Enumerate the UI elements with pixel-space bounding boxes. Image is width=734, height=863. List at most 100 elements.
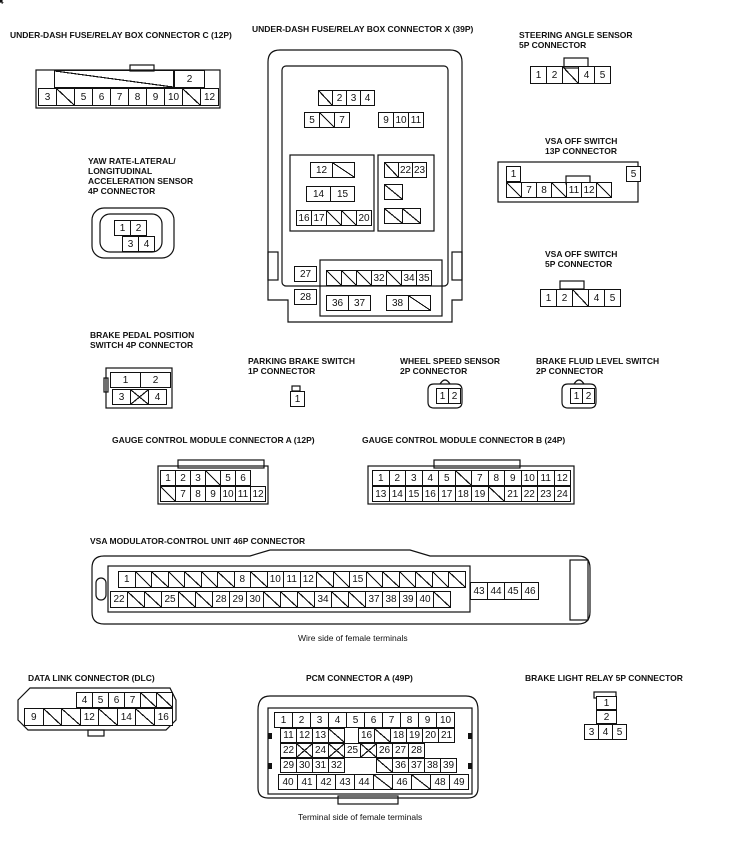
c12-terminal: 8 bbox=[128, 88, 147, 106]
relay-terminal: 3 bbox=[584, 724, 599, 740]
dlc-terminal bbox=[61, 708, 81, 726]
steer-terminal: 2 bbox=[546, 66, 563, 84]
c12-terminal: 12 bbox=[200, 88, 219, 106]
wheel-title: WHEEL SPEED SENSOR 2P CONNECTOR bbox=[400, 356, 500, 376]
gauge-b-terminal: 4 bbox=[421, 470, 439, 486]
vsa13-terminal: 1 bbox=[506, 166, 521, 182]
pcm-terminal: 3 bbox=[310, 712, 329, 728]
vsa46-terminal: 46 bbox=[521, 582, 539, 600]
pcm-terminal: 48 bbox=[430, 774, 450, 790]
x39-terminal: 34 bbox=[401, 270, 417, 286]
wheel-terminal: 2 bbox=[448, 388, 461, 404]
x39-terminal: 3 bbox=[346, 90, 361, 106]
brake-pedal-terminal: 4 bbox=[148, 389, 167, 405]
dlc-terminal bbox=[135, 708, 155, 726]
gauge-a-housing bbox=[157, 465, 269, 505]
vsa46-terminal: 38 bbox=[382, 591, 400, 608]
pcm-terminal: 43 bbox=[335, 774, 355, 790]
x39-terminal bbox=[326, 270, 342, 286]
wire-side-caption: Wire side of female terminals bbox=[298, 633, 408, 643]
none-terminal: 4 bbox=[0, 0, 4, 7]
c12-terminal bbox=[56, 88, 75, 106]
gauge-b-terminal: 21 bbox=[504, 486, 522, 502]
pcm-terminal: 16 bbox=[358, 728, 375, 743]
x39-terminal: 9 bbox=[378, 112, 394, 128]
c12-slant-cell bbox=[54, 70, 174, 88]
yaw-terminal: 3 bbox=[122, 236, 139, 252]
vsa46-terminal bbox=[195, 591, 213, 608]
relay-title: BRAKE LIGHT RELAY 5P CONNECTOR bbox=[525, 673, 683, 683]
gauge-a-terminal: 2 bbox=[175, 470, 191, 486]
vsa46-terminal: 37 bbox=[365, 591, 383, 608]
vsa13-terminal: 12 bbox=[581, 182, 597, 198]
gauge-b-title: GAUGE CONTROL MODULE CONNECTOR B (24P) bbox=[362, 435, 566, 445]
vsa46-terminal: 30 bbox=[246, 591, 264, 608]
gauge-b-terminal: 8 bbox=[487, 470, 505, 486]
dlc-terminal: 14 bbox=[116, 708, 136, 726]
vsa46-terminal bbox=[280, 591, 298, 608]
vsa46-terminal: 25 bbox=[161, 591, 179, 608]
vsa46-terminal bbox=[250, 571, 268, 588]
vsa13-terminal bbox=[596, 182, 612, 198]
brake-pedal-terminal: 2 bbox=[140, 372, 171, 388]
x39-terminal: 23 bbox=[412, 162, 427, 178]
vsa46-terminal bbox=[184, 571, 202, 588]
vsa13-terminal bbox=[506, 182, 522, 198]
gauge-b-terminal bbox=[454, 470, 472, 486]
park-terminal: 1 bbox=[290, 391, 305, 407]
brake-pedal-terminal bbox=[130, 389, 149, 405]
c12-terminal: 5 bbox=[74, 88, 93, 106]
vsa46-terminal bbox=[348, 591, 366, 608]
vsa46-housing bbox=[91, 549, 591, 625]
pcm-terminal: 12 bbox=[296, 728, 313, 743]
pcm-terminal bbox=[374, 728, 391, 743]
pcm-terminal: 20 bbox=[422, 728, 439, 743]
gauge-b-terminal: 2 bbox=[388, 470, 406, 486]
pcm-terminal: 28 bbox=[408, 743, 425, 758]
dlc-terminal bbox=[140, 692, 157, 708]
dlc-terminal: 16 bbox=[153, 708, 173, 726]
pcm-terminal: 42 bbox=[316, 774, 336, 790]
dlc-housing bbox=[17, 687, 177, 731]
gauge-b-terminal: 12 bbox=[553, 470, 571, 486]
pcm-terminal: 40 bbox=[278, 774, 298, 790]
pcm-terminal: 39 bbox=[440, 758, 457, 773]
pcm-terminal bbox=[328, 743, 345, 758]
vsa46-terminal bbox=[331, 591, 349, 608]
x39-terminal: 11 bbox=[408, 112, 424, 128]
steer-terminal bbox=[562, 66, 579, 84]
pcm-terminal: 27 bbox=[392, 743, 409, 758]
dlc-terminal bbox=[98, 708, 118, 726]
vsa46-terminal bbox=[398, 571, 416, 588]
vsa5-terminal bbox=[572, 289, 589, 307]
steer-terminal: 4 bbox=[578, 66, 595, 84]
x39-terminal: 22 bbox=[398, 162, 413, 178]
gauge-b-terminal: 16 bbox=[421, 486, 439, 502]
x39-terminal: 27 bbox=[294, 266, 317, 282]
pcm-terminal bbox=[411, 774, 431, 790]
gauge-a-terminal: 11 bbox=[235, 486, 251, 502]
x39-terminal: 4 bbox=[360, 90, 375, 106]
vsa46-terminal: 11 bbox=[283, 571, 301, 588]
gauge-b-terminal: 9 bbox=[504, 470, 522, 486]
pcm-housing bbox=[257, 695, 479, 799]
pcm-terminal: 32 bbox=[328, 758, 345, 773]
x39-terminal bbox=[386, 270, 402, 286]
x39-terminal bbox=[341, 270, 357, 286]
pcm-terminal: 24 bbox=[312, 743, 329, 758]
vsa46-terminal: 39 bbox=[399, 591, 417, 608]
x39-terminal bbox=[318, 90, 333, 106]
vsa46-terminal: 28 bbox=[212, 591, 230, 608]
vsa46-terminal bbox=[217, 571, 235, 588]
x39-terminal: 35 bbox=[416, 270, 432, 286]
vsa46-terminal: 34 bbox=[314, 591, 332, 608]
vsa5-terminal: 1 bbox=[540, 289, 557, 307]
vsa46-terminal bbox=[316, 571, 334, 588]
pcm-terminal: 31 bbox=[312, 758, 329, 773]
yaw-terminal: 1 bbox=[114, 220, 131, 236]
vsa46-terminal bbox=[178, 591, 196, 608]
fluid-housing bbox=[561, 383, 597, 409]
gauge-b-terminal: 18 bbox=[454, 486, 472, 502]
vsa46-terminal: 44 bbox=[487, 582, 505, 600]
